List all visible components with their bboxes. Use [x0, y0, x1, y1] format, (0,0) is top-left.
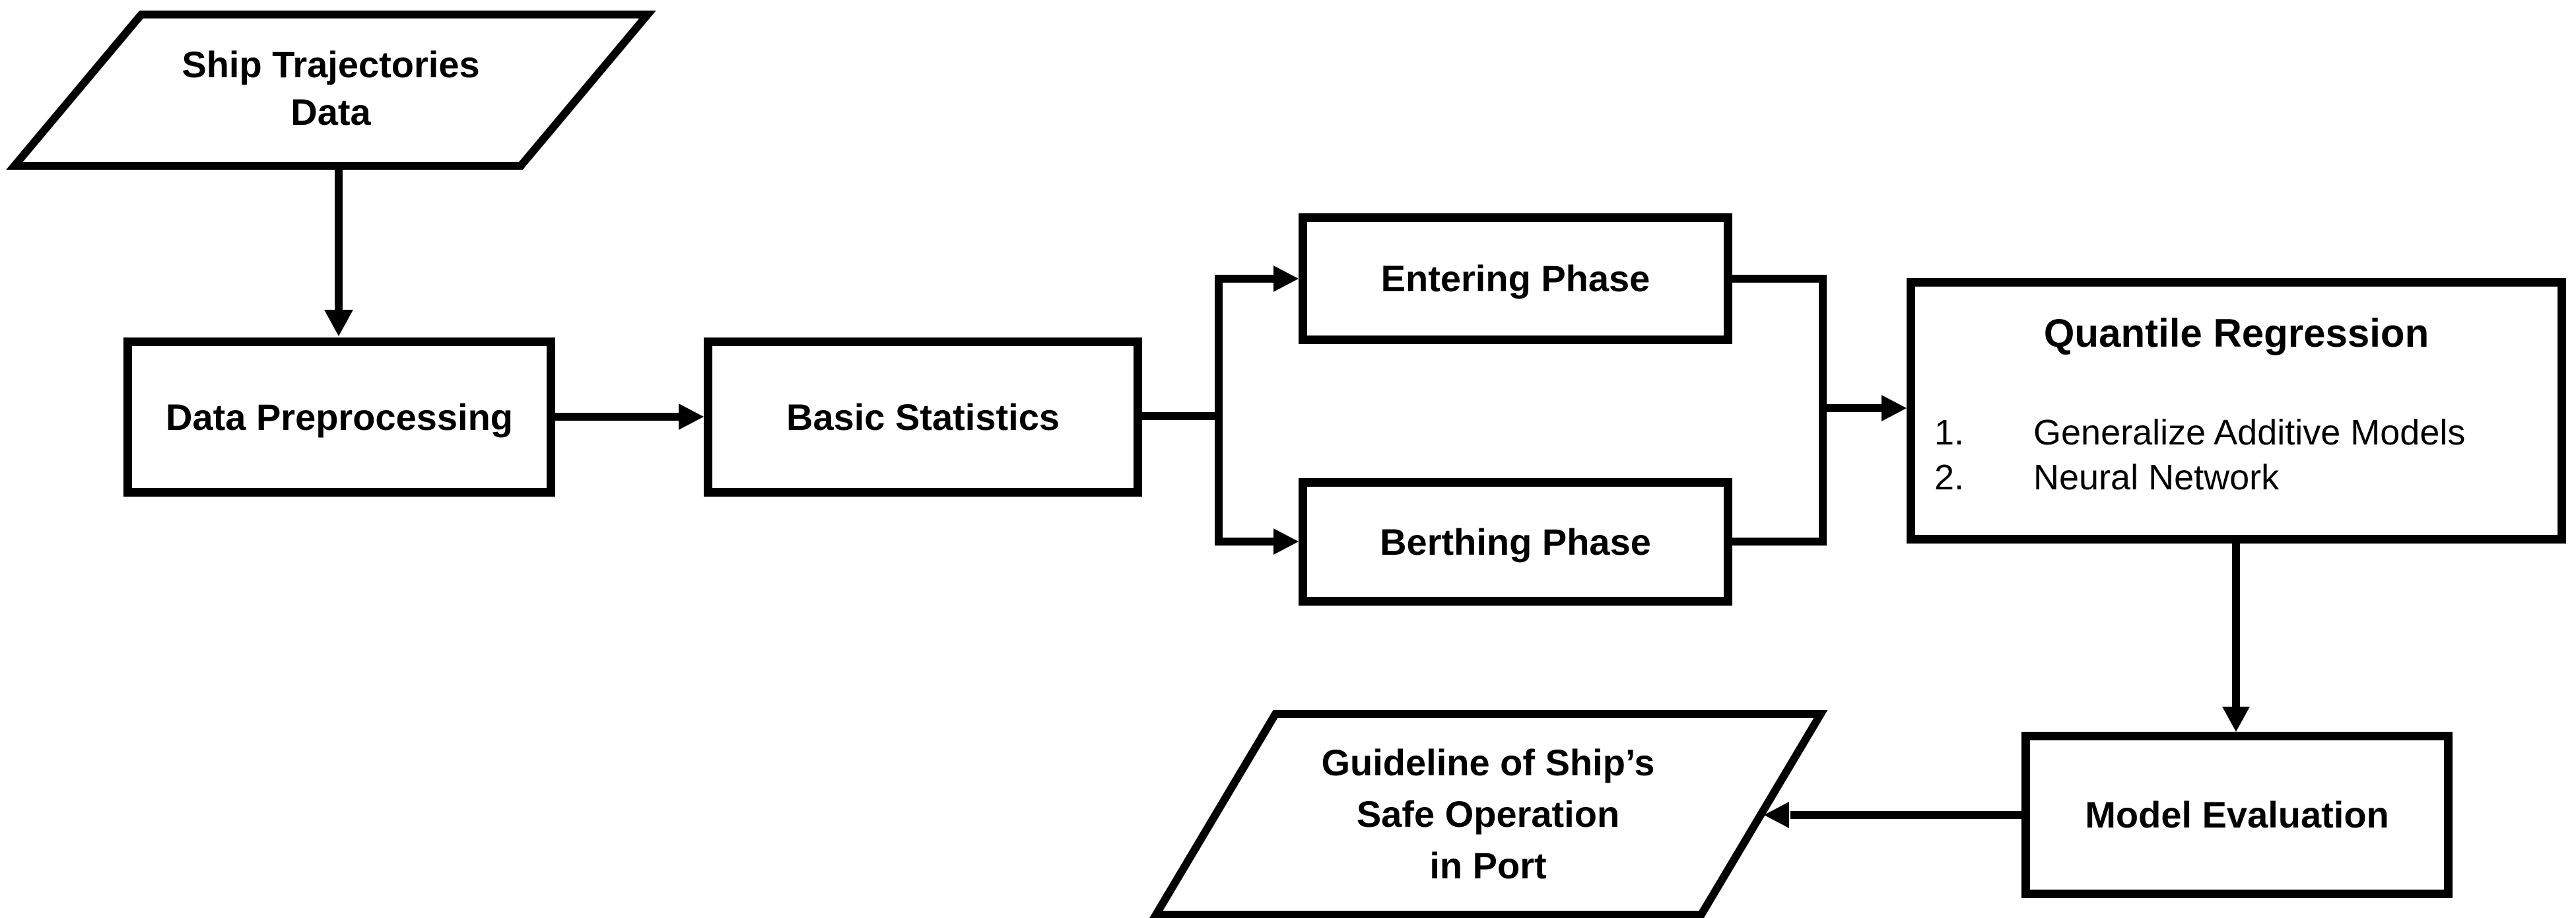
list-item: 1. Generalize Additive Models: [1934, 410, 2558, 455]
model-evaluation-label: Model Evaluation: [2085, 794, 2389, 835]
ship-trajectories-label-line1: Ship Trajectories: [182, 44, 480, 85]
edge-branch-to-entering-arrowhead: [1273, 265, 1299, 292]
data-preprocessing-label: Data Preprocessing: [166, 396, 513, 438]
list-item-label: Neural Network: [2033, 458, 2280, 497]
guideline-label-line1: Guideline of Ship’s: [1321, 742, 1655, 783]
node-ship-trajectories-data: Ship Trajectories Data: [106, 41, 555, 136]
node-berthing-phase: Berthing Phase: [1299, 478, 1732, 606]
node-data-preprocessing: Data Preprocessing: [123, 337, 555, 497]
list-item-number: 2.: [1934, 458, 1965, 497]
edge-quantile-to-evaluation-arrowhead: [2222, 707, 2250, 732]
ship-trajectories-label-line2: Data: [290, 91, 371, 133]
edge-merge-to-quantile-arrowhead: [1881, 395, 1907, 421]
edge-preprocessing-to-statistics-arrowhead: [679, 404, 704, 430]
guideline-parallelogram: [1149, 710, 1828, 918]
edge-branch-to-berthing-arrowhead: [1273, 528, 1299, 555]
list-item-number: 1.: [1934, 413, 1965, 452]
basic-statistics-label: Basic Statistics: [786, 396, 1060, 438]
guideline-label-line2: Safe Operation: [1356, 793, 1620, 835]
ship-trajectories-parallelogram: [6, 11, 656, 170]
berthing-phase-label: Berthing Phase: [1380, 520, 1651, 563]
quantile-regression-method-list: 1. Generalize Additive Models 2. Neural …: [1915, 410, 2558, 500]
guideline-label-line3: in Port: [1429, 845, 1547, 886]
quantile-regression-title: Quantile Regression: [2043, 311, 2429, 355]
edge-evaluation-to-guideline-arrowhead: [1764, 802, 1789, 828]
list-item: 2. Neural Network: [1934, 455, 2558, 500]
node-guideline-output: Guideline of Ship’s Safe Operation in Po…: [1264, 737, 1712, 892]
node-quantile-regression: Quantile Regression 1. Generalize Additi…: [1907, 278, 2566, 544]
entering-phase-label: Entering Phase: [1380, 258, 1650, 299]
list-item-label: Generalize Additive Models: [2033, 413, 2466, 452]
edge-trajectories-to-preprocessing-arrowhead: [324, 310, 353, 336]
node-entering-phase: Entering Phase: [1299, 213, 1732, 344]
node-basic-statistics: Basic Statistics: [704, 337, 1142, 497]
node-model-evaluation: Model Evaluation: [2021, 732, 2453, 898]
